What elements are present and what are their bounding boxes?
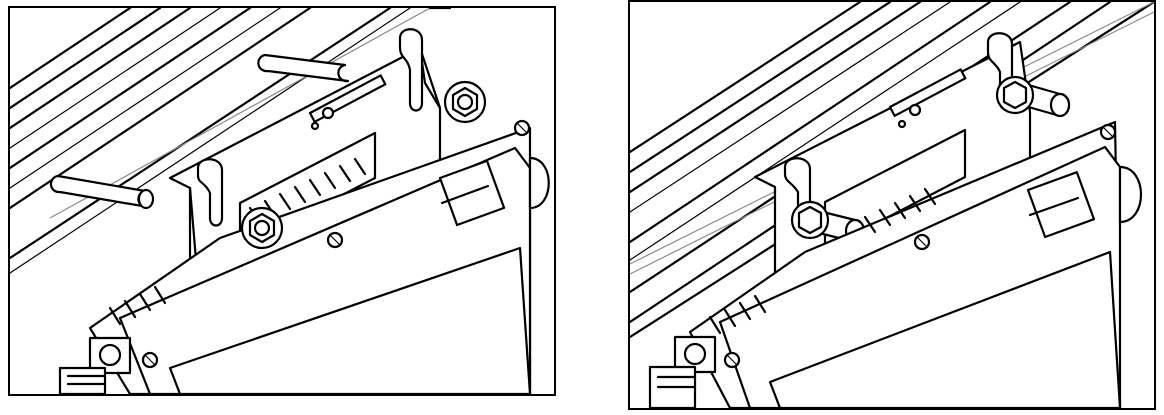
heatsink-fins — [108, 157, 367, 326]
enclosure-side-knob — [1118, 165, 1142, 224]
terminal-connector — [648, 335, 717, 408]
assembly-drawing-before — [10, 8, 550, 394]
panel-after-mounting — [628, 0, 1156, 410]
heatsink-fins — [708, 187, 937, 335]
hex-nut-icon — [240, 80, 487, 250]
bracket-hook-top — [398, 28, 424, 112]
enclosure-heatsink — [88, 126, 532, 394]
rail-clamp-rod-right — [257, 53, 350, 83]
mounting-rail — [10, 8, 452, 274]
assembly-drawing-after — [630, 2, 1154, 408]
terminal-connector — [58, 336, 132, 394]
screw-icon — [141, 119, 531, 369]
enclosure-side-knob — [528, 156, 550, 210]
enclosure-heatsink — [688, 120, 1122, 408]
bracket-hook-lower — [196, 158, 224, 227]
rail-clamp-rod-left — [49, 174, 155, 210]
screw-icon — [723, 123, 1117, 369]
panel-before-mounting — [8, 6, 556, 396]
mounting-bolt-upper — [995, 75, 1071, 118]
